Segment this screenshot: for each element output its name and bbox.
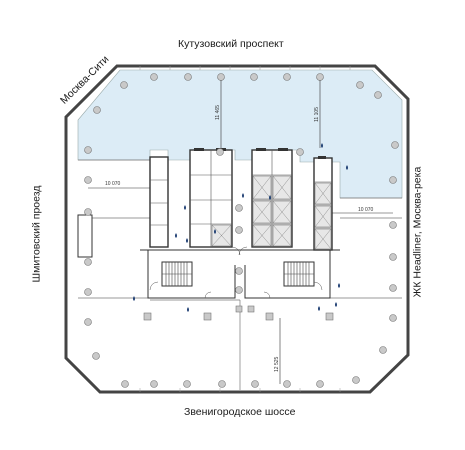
west-recess bbox=[77, 214, 93, 258]
street-south-label: Звенигородское шоссе bbox=[184, 406, 296, 418]
street-north-label: Кутузовский проспект bbox=[178, 38, 284, 50]
elevator-cross-lines bbox=[211, 175, 332, 250]
door-swings bbox=[149, 246, 323, 299]
dimension-label-1: 11 465 bbox=[215, 105, 221, 120]
facade-mullions bbox=[139, 66, 351, 392]
corridor-walls bbox=[140, 249, 340, 299]
dimension-label-5: 12 525 bbox=[274, 356, 280, 372]
water-drops bbox=[133, 143, 348, 312]
square-columns bbox=[143, 305, 334, 321]
dimension-label-2: 11 105 bbox=[314, 107, 320, 122]
partitions bbox=[78, 159, 402, 390]
shaft-grid bbox=[150, 150, 332, 247]
dimension-lines bbox=[88, 80, 393, 384]
columns bbox=[84, 73, 399, 388]
stair-west bbox=[161, 261, 193, 287]
stair-east bbox=[283, 261, 315, 287]
dimension-label-3: 10 070 bbox=[105, 181, 121, 187]
dimension-label-4: 10 070 bbox=[358, 207, 374, 213]
